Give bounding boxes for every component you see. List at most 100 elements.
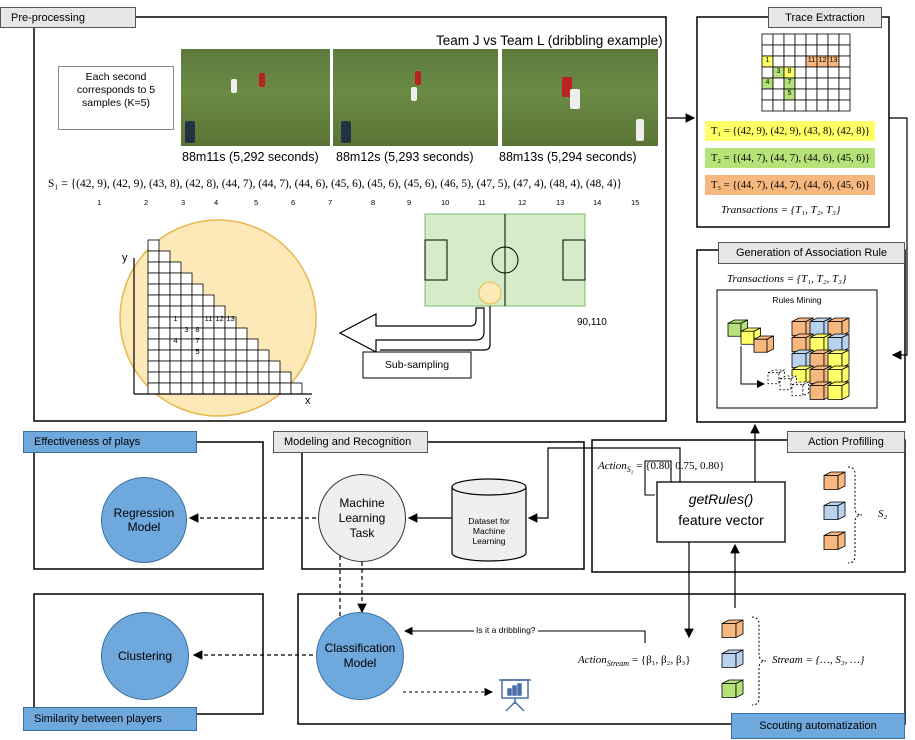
grid-cell (213, 327, 226, 340)
grid-cell (224, 349, 237, 362)
trace-label: 4 (765, 79, 770, 86)
grid-cell (268, 382, 281, 395)
rule-transactions: Transactions = {T₁, T₂, T₃} (727, 273, 847, 285)
transaction-t1: T₁ = {(42, 9), (42, 9), (43, 8), (42, 8)… (705, 121, 875, 141)
grid-cell (158, 382, 171, 395)
trace-cell (816, 99, 829, 112)
grid-cell (180, 305, 193, 318)
grid-cell (180, 360, 193, 373)
grid-cell (246, 338, 259, 351)
trace-cell (838, 88, 851, 101)
sequence-index: 13 (556, 198, 565, 207)
trace-cell (827, 66, 840, 79)
arrow-trace-to-rule (889, 117, 908, 360)
cube-face (735, 679, 744, 699)
trace-cell (827, 88, 840, 101)
cube-face (740, 330, 755, 345)
cube-face (727, 322, 742, 337)
cube-face (809, 369, 825, 384)
classification-model-node: Classification Model (316, 612, 404, 700)
trace-label: 13 (829, 57, 838, 64)
grid-cell (268, 360, 281, 373)
grid-label: 3 (184, 325, 189, 334)
tag-trace-extraction: Trace Extraction (768, 7, 882, 28)
field-coords: 90,110 (577, 317, 607, 328)
grid-cell (169, 261, 182, 274)
grid-cell (158, 261, 171, 274)
trace-cell (772, 77, 785, 90)
sequence-index: 14 (593, 198, 602, 207)
trace-cell (838, 33, 851, 46)
video-frame-2 (333, 49, 498, 146)
grid-cell (279, 382, 292, 395)
cube-face (809, 321, 825, 336)
cube-face (767, 372, 780, 385)
rules-mining-label: Rules Mining (772, 295, 822, 305)
cube-face (791, 353, 807, 368)
grid-cell (169, 360, 182, 373)
grid-cell (213, 338, 226, 351)
grid-cell (290, 382, 303, 395)
trace-cell (794, 88, 807, 101)
trace-cell (838, 44, 851, 57)
cube-face (721, 623, 737, 638)
trace-cell (827, 77, 840, 90)
grid-cell (235, 327, 248, 340)
frame-1-caption: 88m11s (5,292 seconds) (182, 150, 319, 164)
trace-cell (772, 99, 785, 112)
trace-cell (761, 44, 774, 57)
trace-cell (816, 88, 829, 101)
sequence-index: 12 (518, 198, 527, 207)
grid-cell (147, 349, 160, 362)
cube-face (735, 649, 744, 669)
grid-cell (224, 360, 237, 373)
sequence-index: 1 (97, 198, 102, 207)
grid-cell (235, 349, 248, 362)
stream-cubes (721, 619, 744, 699)
trace-cell (794, 44, 807, 57)
grid-cell (202, 338, 215, 351)
grid-label: 7 (195, 336, 200, 345)
grid-cell (169, 382, 182, 395)
grid-cell (147, 316, 160, 329)
cube-face (837, 531, 846, 551)
grid-cell (191, 294, 204, 307)
trace-label: 11 (807, 57, 816, 64)
video-frame-3 (502, 49, 658, 146)
grid-cell (257, 382, 270, 395)
trace-cell (838, 55, 851, 68)
cube-face (809, 385, 825, 400)
grid-cell (246, 360, 259, 373)
getrules-subtitle: feature vector (678, 512, 764, 528)
y-axis-label: y (122, 252, 128, 264)
sequence-index: 6 (291, 198, 296, 207)
cube-face (827, 385, 843, 400)
grid-cell (158, 316, 171, 329)
ml-task-node: Machine Learning Task (318, 474, 406, 562)
trace-cell (783, 55, 796, 68)
grid-cell (147, 239, 160, 252)
cube-face (841, 349, 850, 369)
transaction-t3: T₃ = {(44, 7), (44, 7), (44, 6), (45, 6)… (705, 175, 875, 195)
grid-cell (158, 250, 171, 263)
trace-cell (772, 88, 785, 101)
cube-face (841, 381, 850, 401)
action-s2-values: ActionS₂ = {0.80, 0.75, 0.80} (598, 460, 725, 475)
grid-cell (213, 349, 226, 362)
grid-cell (147, 283, 160, 296)
trace-cell (783, 44, 796, 57)
tag-preprocessing: Pre-processing (0, 7, 136, 28)
cube-face (837, 471, 846, 491)
cube-face (827, 321, 843, 336)
grid-cell (235, 338, 248, 351)
dataset-label: Dataset for Machine Learning (468, 516, 510, 546)
stream-label: Stream = {…, S₃, …} (772, 654, 865, 666)
trace-cell (783, 99, 796, 112)
trace-cell (794, 55, 807, 68)
cube-face (841, 333, 850, 353)
trace-cell (838, 99, 851, 112)
trace-cell (805, 44, 818, 57)
cube-face (809, 337, 825, 352)
tag-association-rule: Generation of Association Rule (718, 242, 905, 264)
trace-cell (827, 99, 840, 112)
